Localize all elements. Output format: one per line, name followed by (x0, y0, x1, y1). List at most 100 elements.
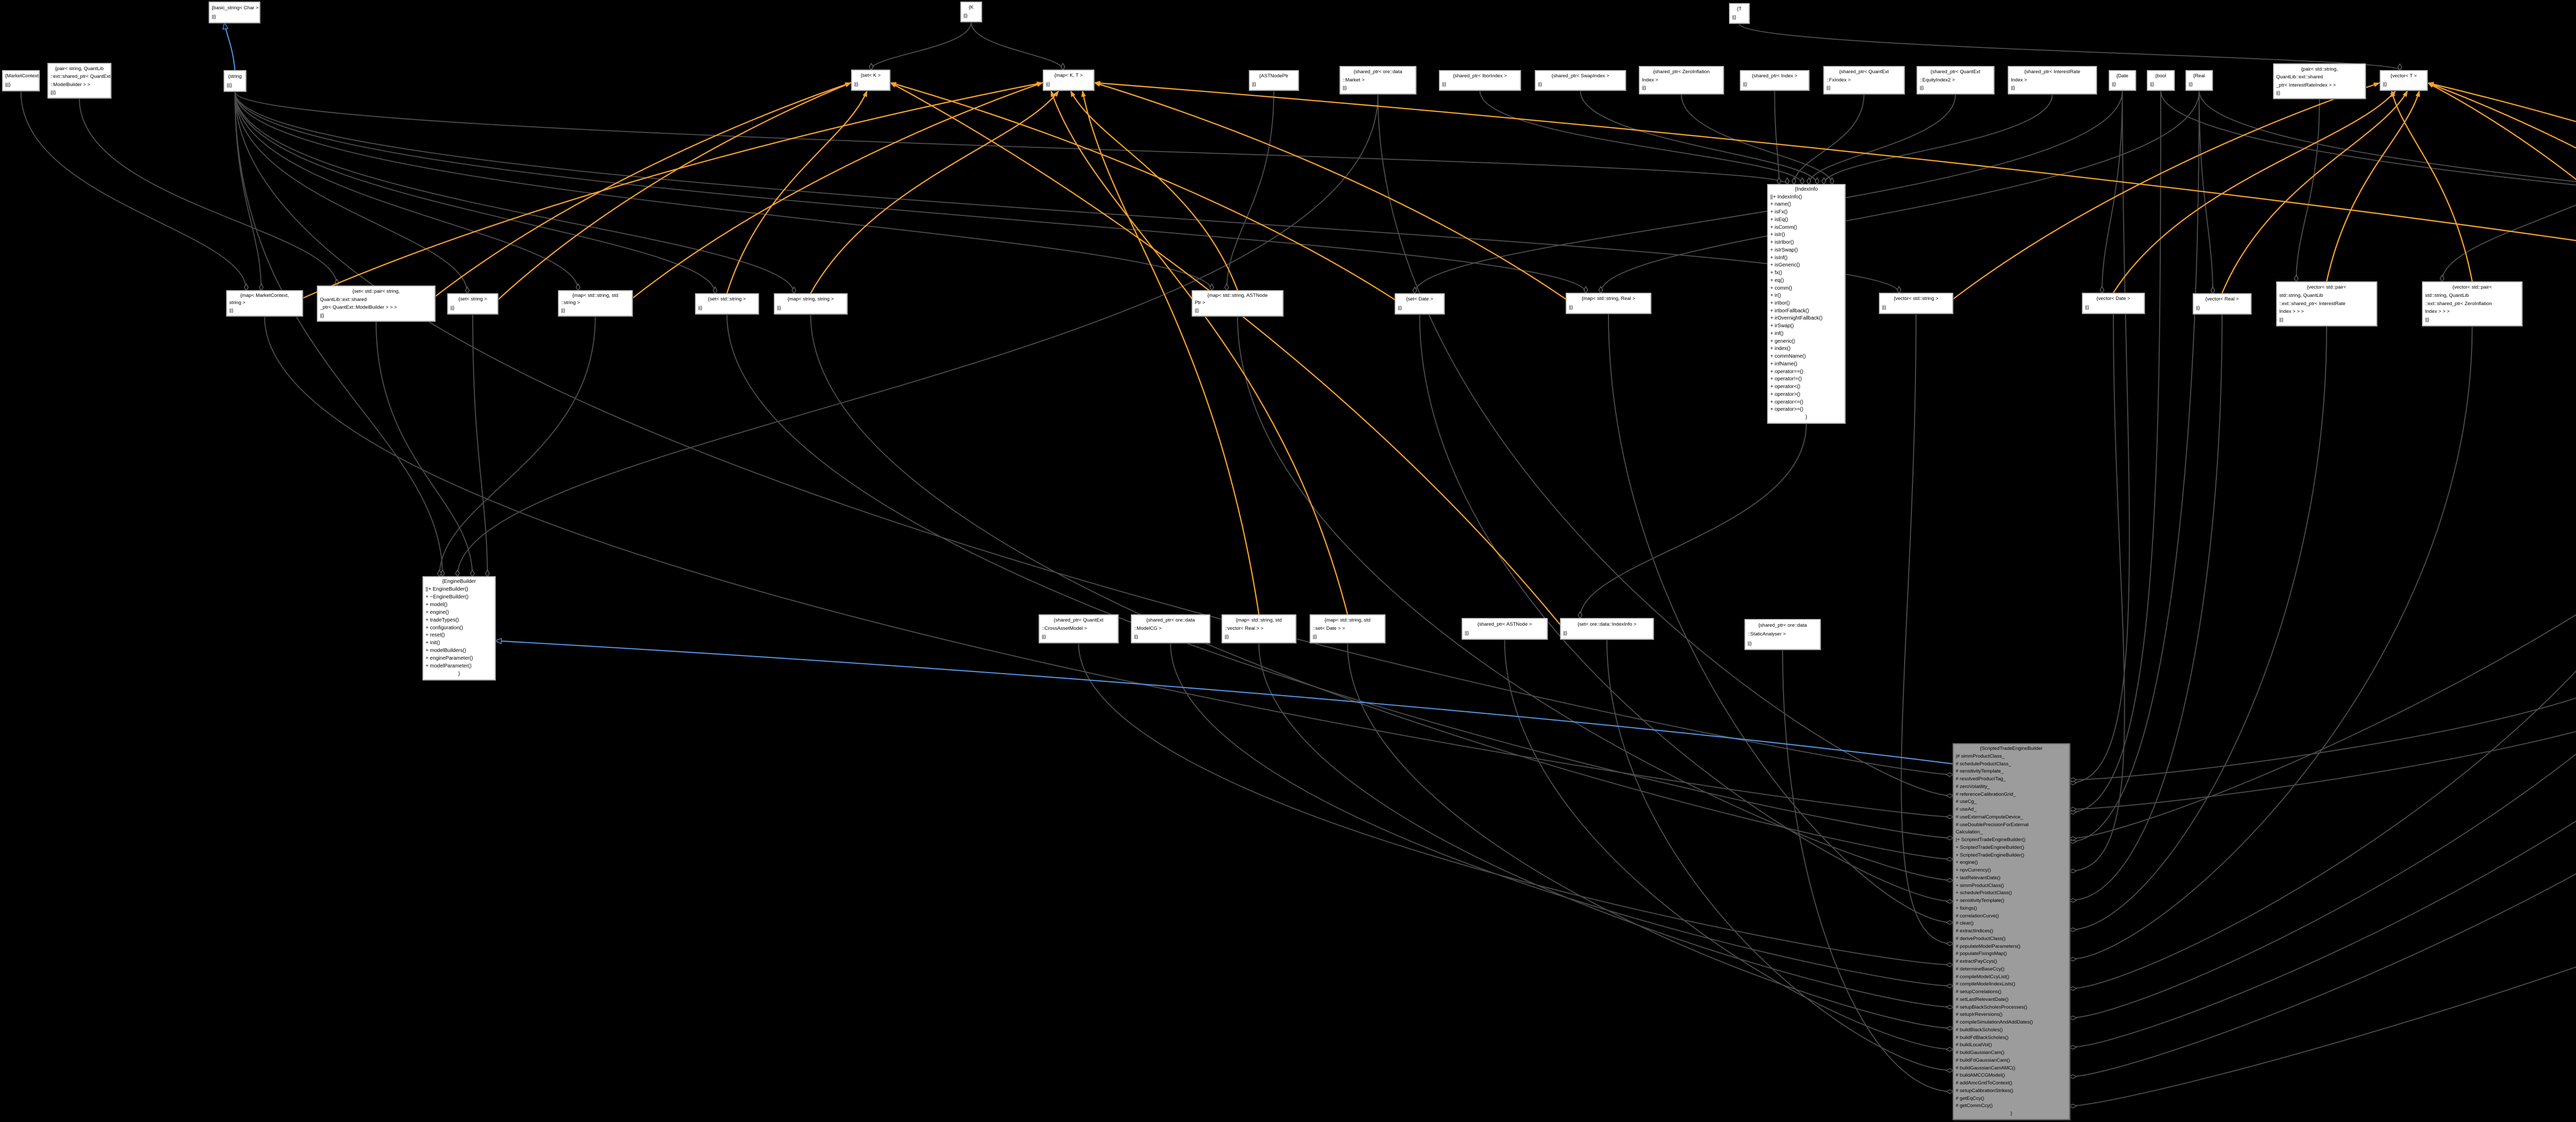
node-real[interactable]: {Real||} (2185, 70, 2213, 91)
node-label-line: + irSwap() (1770, 323, 1794, 329)
node-label-line: _ptr< QuantExt::ModelBuilder > > > (320, 305, 397, 310)
node-scripted[interactable]: {ScriptedTradeEngineBuilder|# simmProduc… (1953, 743, 2070, 1120)
node-k[interactable]: {K||} (960, 2, 982, 22)
node-sp_qe_crossassetmodel[interactable]: {shared_ptr< QuantExt::CrossAssetModel >… (1039, 614, 1118, 643)
node-label-line: ::Market > (1343, 77, 1365, 83)
node-label-line: # compileModelCcyList() (1956, 974, 2010, 980)
node-vector_pair_string_irindex[interactable]: {vector< std::pair<std::string, QuantLib… (2276, 281, 2377, 326)
edge-vector_date-vector_t (2112, 90, 2396, 293)
node-string[interactable]: {string|||} (224, 70, 246, 92)
node-set_string[interactable]: {set< string >||} (447, 293, 498, 314)
node-label-line: + operator==() (1770, 369, 1804, 375)
node-label-line: {pair< std::string, (2301, 66, 2338, 72)
node-vector_real[interactable]: {vector< Real >||} (2193, 293, 2251, 314)
edge-set_string-set_k (498, 82, 852, 300)
node-label-line: {vector< std::pair< (2452, 284, 2492, 290)
edge-string-map_string_real (234, 91, 1586, 293)
node-label-line: ||} (1343, 85, 1347, 91)
node-label-line: ||} (963, 13, 968, 19)
node-set_ore_indexinfo[interactable]: {set< ore::data::IndexInfo >||} (1560, 618, 1654, 640)
node-sp_astnode[interactable]: {shared_ptr< ASTNode >||} (1462, 618, 1548, 640)
node-label-line: + sensitivityTemplate() (1956, 898, 2005, 904)
node-label-line: Index > (2011, 77, 2027, 83)
node-pair_string_modelbuilder[interactable]: {pair< string, QuantLib::ext::shared_ptr… (47, 63, 111, 98)
node-vector_t[interactable]: {vector< T >||} (2380, 70, 2428, 91)
node-label-line: {ScriptedTradeEngineBuilder (1980, 746, 2043, 752)
node-map_string_string[interactable]: {map< string, string >||} (774, 293, 848, 314)
node-vector_stdstring[interactable]: {vector< std::string >||} (1879, 293, 1953, 314)
edge-set_date-set_k (890, 82, 1395, 300)
node-label-line: {set< std::string > (708, 296, 746, 302)
edge-set_stdstring-set_k (726, 90, 868, 294)
edge-pair_string_ziindex-vector_pair_string_ziindex (2442, 204, 2576, 281)
node-label-line: {vector< Date > (2096, 296, 2130, 302)
node-sp_swapindex[interactable]: {shared_ptr< SwapIndex >||} (1535, 70, 1626, 91)
node-label-line: # useCg_ (1956, 799, 1977, 805)
node-map_k_t[interactable]: {map< K, T >||} (1043, 70, 1094, 91)
node-map_string_set_date[interactable]: {map< std::string, std::set< Date > >||} (1310, 614, 1385, 643)
edge-vector_real-scripted (2070, 314, 2223, 900)
node-sp_ore_staticanalyser[interactable]: {shared_ptr< ore::data::StaticAnalyser >… (1744, 619, 1821, 650)
node-set_stdstring[interactable]: {set< std::string >||} (695, 293, 759, 314)
node-label-line: + reset() (426, 632, 445, 639)
node-label-line: {set< K > (860, 73, 881, 78)
node-label-line: ::ext::shared_ptr< QuantExt (50, 74, 111, 80)
node-t[interactable]: {T||} (1729, 3, 1750, 24)
edge-string-set_stdstring (234, 91, 715, 293)
node-sp_index[interactable]: {shared_ptr< Index >||} (1740, 70, 1809, 91)
edge-vector_date-scripted (2070, 313, 2125, 871)
node-basic_string_char[interactable]: {basic_string< Char >||} (209, 2, 260, 23)
node-enginebuilder[interactable]: {EngineBuilder||+ EngineBuilder()+ ~Engi… (422, 576, 496, 680)
node-label-line: {shared_ptr< Index > (1752, 73, 1798, 79)
edge-astnodeptr-map_string_astnodeptr (1227, 90, 1275, 290)
node-sp_ore_market[interactable]: {shared_ptr< ore::data::Market >||} (1340, 66, 1416, 94)
node-label-line: # getEqCcy() (1956, 1095, 1985, 1101)
node-label-line: + isIrSwap() (1770, 247, 1798, 253)
node-label-line: + ir() (1770, 293, 1781, 299)
node-sp_qe_fxindex[interactable]: {shared_ptr< QuantExt::FxIndex >||} (1823, 66, 1905, 94)
edge-vector_pair_string_ziindex-scripted (2070, 326, 2473, 959)
node-label-line: + irIborFallback() (1770, 308, 1809, 314)
node-label-line: + simmProductClass() (1956, 882, 2004, 889)
node-vector_pair_string_ziindex[interactable]: {vector< std::pair<std::string, QuantLib… (2422, 281, 2522, 326)
node-set_pair_string_modelbuilder[interactable]: {set< std::pair< string,QuantLib::ext::s… (317, 286, 435, 322)
node-set_k[interactable]: {set< K >||} (851, 70, 890, 91)
node-label-line: ||} (1225, 634, 1229, 640)
node-label-line: # populateModelParameters() (1956, 943, 2021, 949)
node-label-line: ::ext::shared_ptr< InterestRate (2279, 300, 2346, 307)
node-label-line: ||} (854, 81, 859, 87)
node-label-line: + modelBuilders() (426, 648, 466, 654)
node-map_string_real[interactable]: {map< std::string, Real >||} (1566, 293, 1651, 314)
node-label-line: ||} (1538, 81, 1543, 87)
node-indexinfo[interactable]: {IndexInfo||+ IndexInfo()+ name()+ isFx(… (1767, 184, 1845, 424)
edge-vector_handle_quote-vector_t (2427, 82, 2576, 149)
node-map_stdstring_stdstring[interactable]: {map< std::string, std::string >||} (558, 290, 633, 316)
node-label-line: ::ModelBuilder > > (50, 81, 91, 88)
node-label-line: |||} (227, 82, 232, 88)
node-pair_string_irindex[interactable]: {pair< std::string,QuantLib::ext::shared… (2273, 63, 2366, 99)
node-label-line: {map< std::string, std (1236, 617, 1282, 623)
node-sp_iborindex[interactable]: {shared_ptr< IborIndex >||} (1439, 70, 1521, 91)
node-label-line: # setupCorrelations() (1956, 989, 2002, 995)
node-set_date[interactable]: {set< Date >||} (1395, 293, 1445, 314)
node-label-line: + tradeTypes() (426, 617, 459, 623)
node-label-line: # deriveProductClass() (1956, 935, 2006, 942)
node-map_string_vector_real[interactable]: {map< std::string, std::vector< Real > >… (1222, 614, 1296, 643)
node-map_marketcontext_string[interactable]: {map< MarketContext,string >||} (226, 290, 303, 316)
edge-map_marketcontext_string-map_k_t (302, 81, 1043, 299)
edge-sp_qe_crossassetmodel-scripted (1078, 643, 1953, 965)
node-astnodeptr[interactable]: {ASTNodePtr||} (1249, 70, 1299, 91)
node-sp_ore_modelcg[interactable]: {shared_ptr< ore::data::ModelCG >||} (1131, 614, 1210, 643)
node-vector_date[interactable]: {vector< Date >||} (2082, 293, 2145, 314)
node-label-line: # determineBaseCcy() (1956, 966, 2005, 972)
node-sp_qe_equityindex2[interactable]: {shared_ptr< QuantExt::EquityIndex2 >||} (1917, 66, 1994, 94)
node-bool[interactable]: {bool||} (2147, 70, 2175, 91)
node-label-line: Index > (1642, 77, 1658, 83)
node-date[interactable]: {Date||} (2109, 70, 2136, 91)
edge-sp_ore_model-scripted (2070, 697, 2576, 780)
edge-vector_real-vector_t (2221, 90, 2409, 294)
node-market_context[interactable]: {MarketContext|||} (2, 70, 40, 91)
